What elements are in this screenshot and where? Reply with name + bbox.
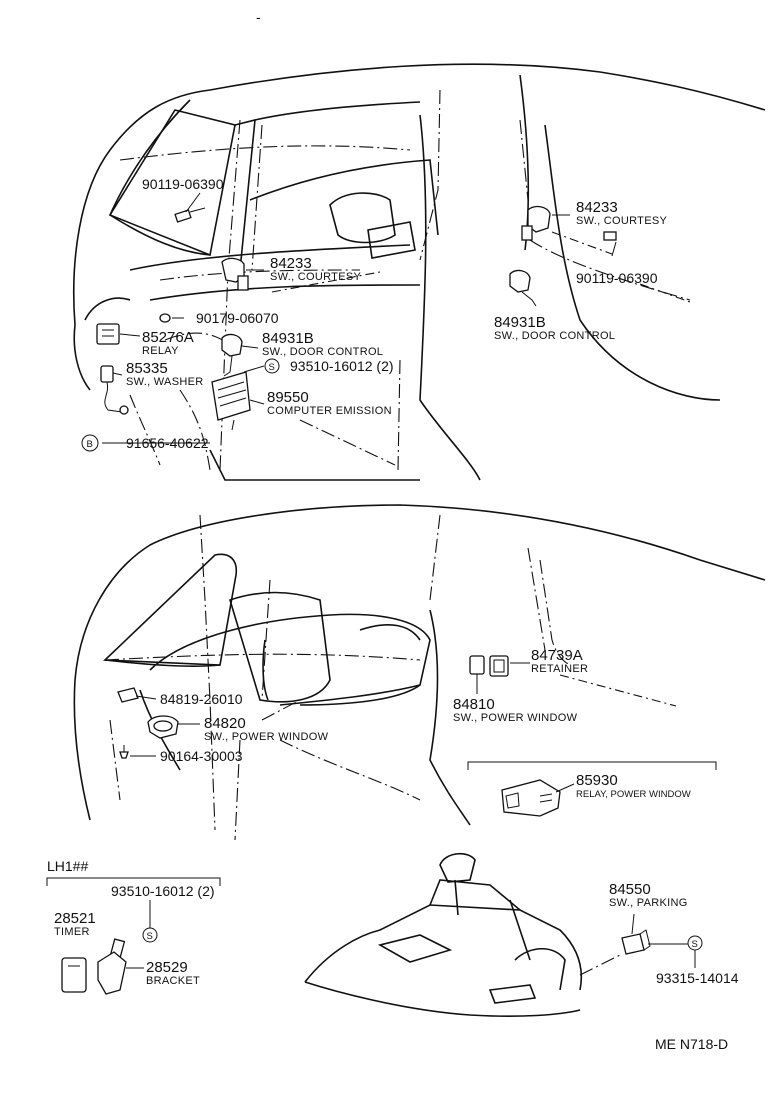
part-number-28521: 28521 xyxy=(54,910,96,927)
lh-group-label: LH1## xyxy=(47,858,88,874)
part-name-85930: RELAY, POWER WINDOW xyxy=(576,789,691,800)
middle-hidden-lines xyxy=(104,514,571,841)
part-number-93510-16012-top: 93510-16012 (2) xyxy=(290,358,394,374)
part-number-85930: 85930 xyxy=(576,772,618,789)
screw-90164-graphic xyxy=(119,745,129,759)
part-name-84233-right: SW., COURTESY xyxy=(576,215,667,227)
part-number-84810: 84810 xyxy=(453,696,495,713)
door-control-switch-right-graphic xyxy=(509,269,537,307)
clip-90179-graphic xyxy=(159,313,171,323)
b-marker: B xyxy=(87,439,93,450)
s-marker-symbol-top xyxy=(264,358,280,374)
part-name-89550: COMPUTER EMISSION xyxy=(267,405,392,417)
part-name-84810: SW., POWER WINDOW xyxy=(453,712,578,724)
part-number-93315-14014: 93315-14014 xyxy=(656,970,739,986)
part-number-84820: 84820 xyxy=(204,715,246,732)
part-name-85276a: RELAY xyxy=(142,345,179,357)
part-number-84931b-left: 84931B xyxy=(262,330,314,347)
bolt-90119-left-graphic xyxy=(174,207,206,223)
door-control-switch-left-graphic xyxy=(221,333,243,377)
s-marker-top: S xyxy=(269,362,275,373)
courtesy-switch-right-graphic xyxy=(521,205,551,241)
part-number-84233-right: 84233 xyxy=(576,199,618,216)
top-mark: - xyxy=(256,9,261,25)
middle-labels: 84819-26010 84820 SW., POWER WINDOW 9016… xyxy=(160,647,588,764)
clip-84819-graphic xyxy=(117,687,139,703)
console-outline xyxy=(304,852,583,1017)
part-name-84931b-right: SW., DOOR CONTROL xyxy=(494,330,615,342)
s-marker-symbol-bottom xyxy=(142,927,158,943)
upper-vehicle-outline xyxy=(72,63,766,481)
computer-emission-graphic xyxy=(211,371,251,431)
part-number-84739a: 84739A xyxy=(531,647,583,664)
parking-switch-group: S 84550 SW., PARKING 93315-14014 xyxy=(609,881,739,986)
upper-labels: 90119-06390 84233 SW., COURTESY 90179-06… xyxy=(81,176,667,452)
power-window-switch-84810-graphic xyxy=(469,655,485,675)
part-number-84550: 84550 xyxy=(609,881,651,898)
part-number-85335: 85335 xyxy=(126,360,168,377)
part-name-85335: SW., WASHER xyxy=(126,376,203,388)
part-number-93510-16012-bottom: 93510-16012 (2) xyxy=(111,883,215,899)
upper-leader-lines xyxy=(102,192,691,466)
bracket-graphic xyxy=(97,938,127,995)
s-marker-parking: S xyxy=(692,939,698,950)
part-number-84931b-right: 84931B xyxy=(494,314,546,331)
courtesy-switch-left-graphic xyxy=(221,257,249,291)
middle-leader-lines xyxy=(130,547,677,757)
part-name-28521: TIMER xyxy=(54,926,90,938)
diagram-code: ME N718-D xyxy=(655,1036,728,1052)
part-number-91656-40622: 91656-40622 xyxy=(126,435,209,451)
part-name-84739a: RETAINER xyxy=(531,663,588,675)
part-number-84819-26010: 84819-26010 xyxy=(160,691,243,707)
console-hidden-lines xyxy=(579,954,621,976)
relay-power-window-group: 85930 RELAY, POWER WINDOW xyxy=(467,761,717,817)
relay-85276a-graphic xyxy=(96,323,120,345)
lh-group: LH1## 93510-16012 (2) S 28521 TIMER 2852… xyxy=(46,858,221,995)
part-number-90119-06390-right: 90119-06390 xyxy=(576,270,658,286)
s-marker-bottom: S xyxy=(147,931,153,942)
middle-vehicle-outline xyxy=(73,504,766,826)
power-window-switch-84820-graphic xyxy=(147,715,179,739)
part-name-84931b-left: SW., DOOR CONTROL xyxy=(262,346,383,358)
part-number-28529: 28529 xyxy=(146,959,188,976)
part-number-90164-30003: 90164-30003 xyxy=(160,748,243,764)
part-number-90119-06390-left: 90119-06390 xyxy=(142,176,224,192)
part-name-84550: SW., PARKING xyxy=(609,897,688,909)
retainer-84739a-graphic xyxy=(489,655,509,677)
part-number-90179-06070: 90179-06070 xyxy=(196,310,279,326)
washer-switch-graphic xyxy=(100,365,129,415)
timer-graphic xyxy=(61,957,87,993)
part-number-89550: 89550 xyxy=(267,389,309,406)
part-number-84233-left: 84233 xyxy=(270,255,312,272)
part-name-84820: SW., POWER WINDOW xyxy=(204,731,329,743)
bolt-90119-right-graphic xyxy=(603,231,617,241)
part-name-28529: BRACKET xyxy=(146,975,200,987)
part-name-84233-left: SW., COURTESY xyxy=(270,271,361,283)
part-number-85276a: 85276A xyxy=(142,329,194,346)
b-marker-symbol xyxy=(81,434,99,452)
